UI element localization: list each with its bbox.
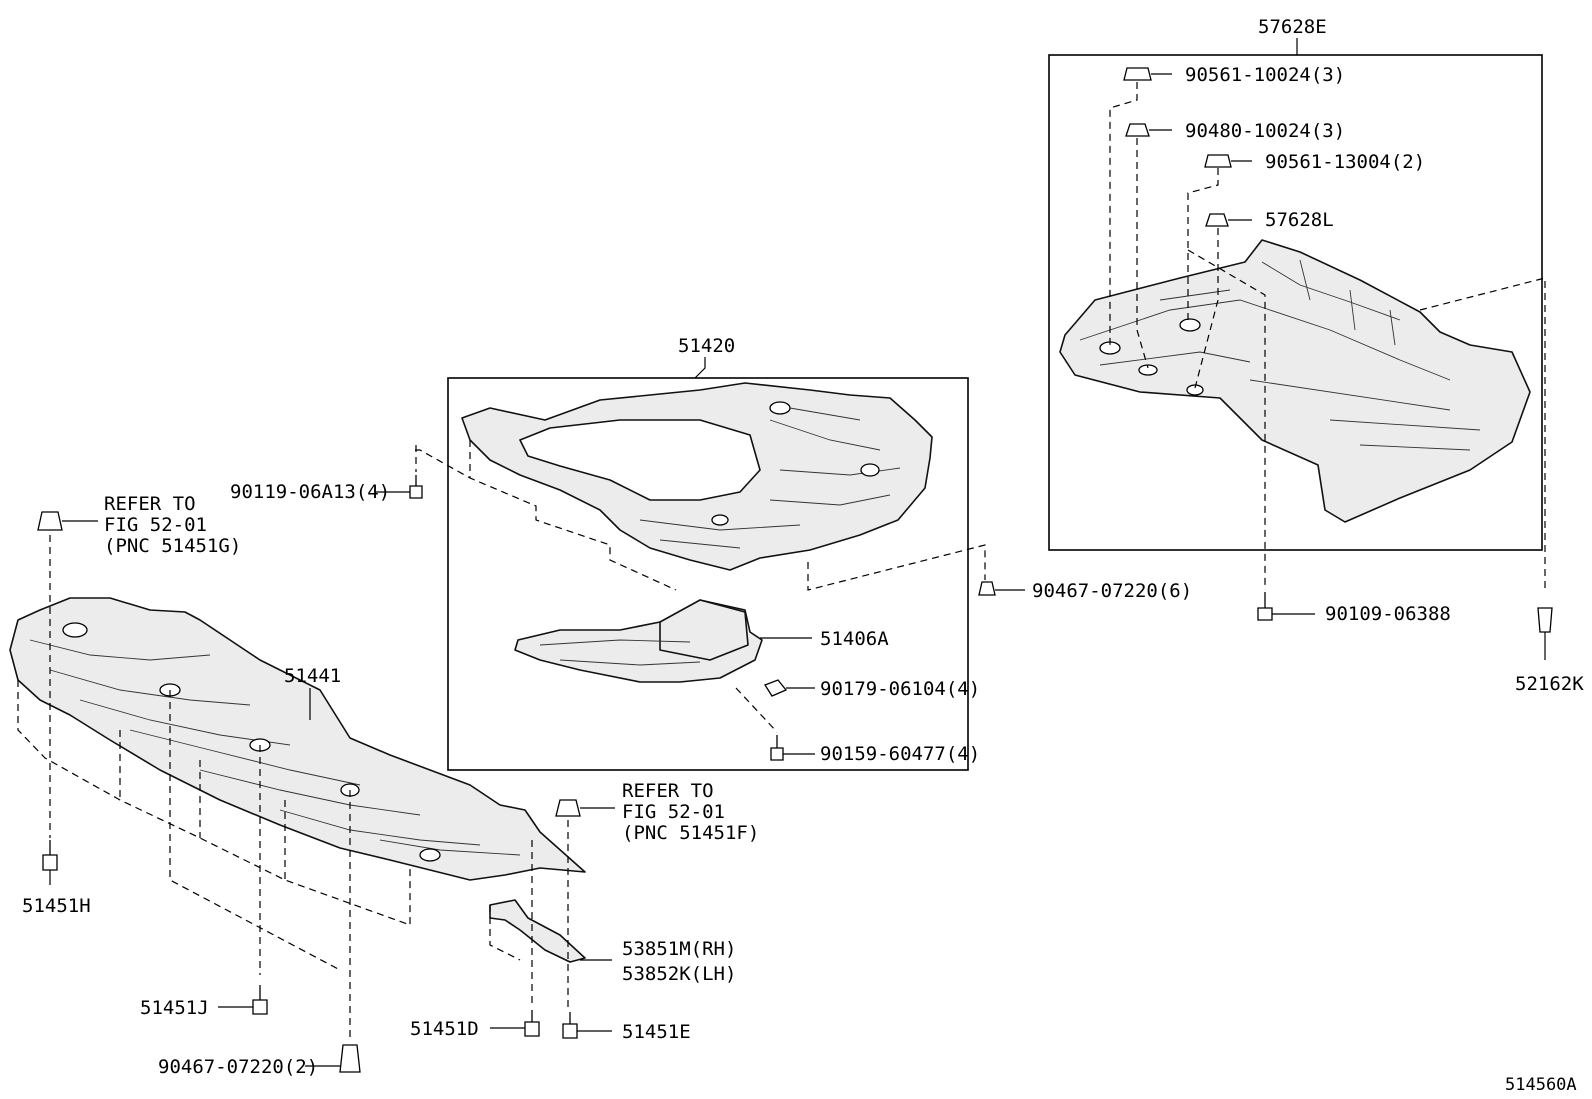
nut-90561-13004-icon (1204, 154, 1232, 168)
nut-57628L-icon (1205, 213, 1229, 227)
clip-51451G-icon (37, 511, 63, 531)
label-51441: 51441 (284, 665, 341, 687)
ref2-line1: REFER TO (622, 780, 714, 802)
group-box-51420 (447, 377, 969, 771)
clip-51451F-icon (555, 799, 581, 817)
bracket-53851M (489, 899, 586, 963)
rear-under-cover (1059, 239, 1531, 523)
bolt-51451H-icon (42, 840, 58, 871)
nut-90561-10024-icon (1123, 67, 1152, 81)
group-label-57628E: 57628E (1258, 16, 1327, 38)
bolt-90119-06A13-icon (409, 475, 423, 499)
label-52162K: 52162K (1515, 673, 1584, 695)
clip-90467-07220-6-icon (978, 581, 996, 596)
ref2-line3: (PNC 51451F) (622, 822, 759, 844)
cover-51406A-flap (659, 599, 749, 661)
label-51451H: 51451H (22, 895, 91, 917)
bolt-51451E-icon (562, 1012, 578, 1039)
label-53851M: 53851M(RH) (622, 938, 736, 960)
label-90467-07220-2: 90467-07220(2) (158, 1056, 318, 1078)
group-label-51420: 51420 (678, 335, 735, 357)
clip-52162K-icon (1537, 607, 1553, 633)
label-90480-10024: 90480-10024(3) (1185, 120, 1345, 142)
group-box-57628E (1048, 54, 1543, 551)
label-90159-60477: 90159-60477(4) (820, 743, 980, 765)
bolt-90109-06388-icon (1257, 592, 1273, 621)
ref1-line2: FIG 52-01 (104, 514, 207, 536)
nut-90480-10024-icon (1125, 123, 1150, 137)
bolt-51451D-icon (524, 1010, 540, 1037)
ref1-line1: REFER TO (104, 493, 196, 515)
ref1-line3: (PNC 51451G) (104, 535, 241, 557)
front-under-cover-51441 (9, 597, 586, 881)
label-90467-07220-6: 90467-07220(6) (1032, 580, 1192, 602)
clip-90179-06104-icon (764, 679, 788, 697)
bolt-90159-60477-icon (770, 735, 784, 761)
label-51451J: 51451J (140, 997, 209, 1019)
label-90179-06104: 90179-06104(4) (820, 678, 980, 700)
label-51451D: 51451D (410, 1018, 479, 1040)
engine-cover-opening (519, 419, 761, 501)
label-51406A: 51406A (820, 628, 889, 650)
bolt-51451J-icon (252, 985, 268, 1015)
label-90119-06A13: 90119-06A13(4) (230, 481, 390, 503)
label-90561-13004: 90561-13004(2) (1265, 151, 1425, 173)
label-90561-10024: 90561-10024(3) (1185, 64, 1345, 86)
clip-90467-07220-2-icon (339, 1044, 361, 1073)
label-57628L: 57628L (1265, 209, 1334, 231)
label-51451E: 51451E (622, 1021, 691, 1043)
label-90109-06388: 90109-06388 (1325, 603, 1451, 625)
ref2-line2: FIG 52-01 (622, 801, 725, 823)
label-53852K: 53852K(LH) (622, 963, 736, 985)
diagram-id: 514560A (1505, 1075, 1577, 1095)
